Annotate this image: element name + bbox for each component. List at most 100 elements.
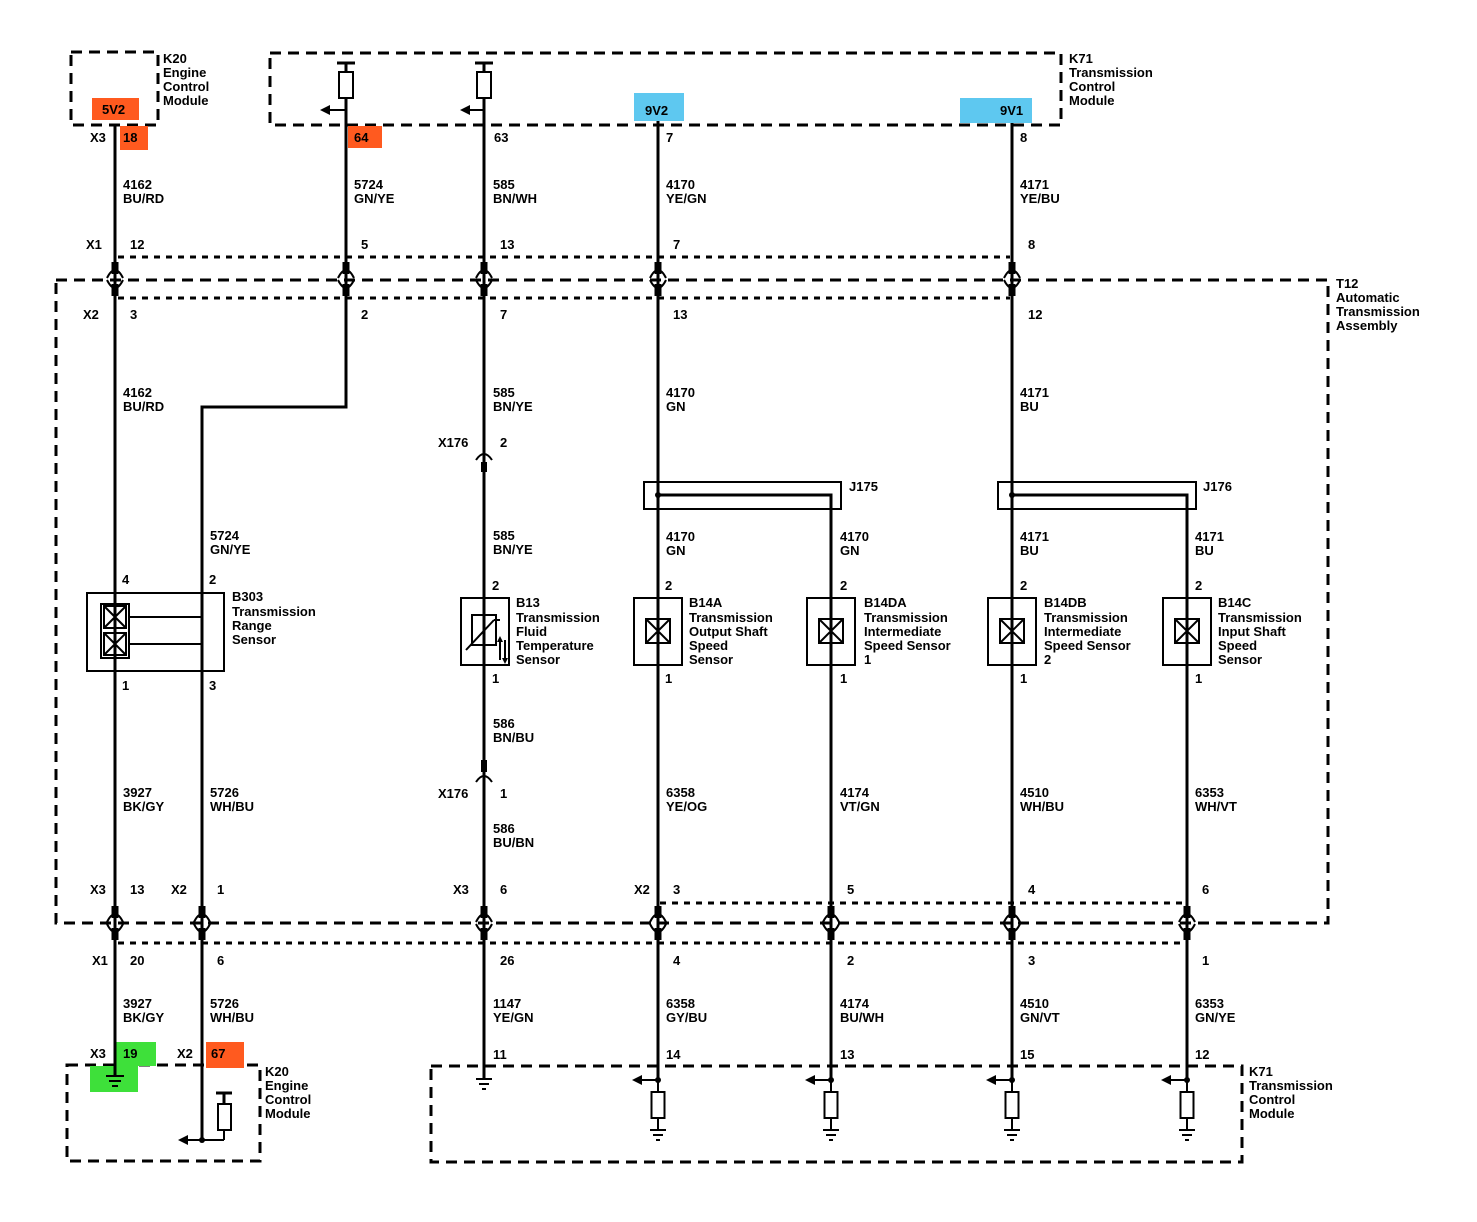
wire-top-2-num: 5724 — [354, 177, 384, 192]
k20-top-line2: Control — [163, 79, 209, 94]
flag-9v1-label: 9V1 — [1000, 103, 1023, 118]
x2-top-c4: 13 — [673, 307, 687, 322]
wire-top-1-num: 4162 — [123, 177, 152, 192]
x2-low-b-c5: 5 — [847, 882, 854, 897]
connector-x3-x1-low-5 — [822, 906, 840, 940]
b14c-pin-t: 2 — [1195, 578, 1202, 593]
b14c-line3: Speed — [1218, 638, 1257, 653]
wire-bot-5-num: 4174 — [840, 996, 870, 1011]
connector-x3-x1-low-6 — [1003, 906, 1021, 940]
k71-bot-line3: Module — [1249, 1106, 1295, 1121]
b14db-line2: Intermediate — [1044, 624, 1121, 639]
splice-j175-box — [643, 481, 842, 510]
b14c-line1: Transmission — [1218, 610, 1302, 625]
connector-x1-x2-top-3 — [475, 262, 493, 296]
x1-low-label: X1 — [92, 953, 108, 968]
k20-bottom-module-box — [65, 1063, 262, 1163]
b14da-pin-t: 2 — [840, 578, 847, 593]
k71-top-id: K71 — [1069, 51, 1093, 66]
b303-id: B303 — [232, 589, 263, 604]
b14a-line4: Sensor — [689, 652, 733, 667]
b14a-id: B14A — [689, 595, 723, 610]
k20-top-id: K20 — [163, 51, 187, 66]
b13-temperature-sensor — [460, 597, 510, 666]
connector-x3-x1-low-2 — [193, 906, 211, 940]
x2-low-b-label: X2 — [634, 882, 650, 897]
wire-bot-3-num: 1147 — [493, 996, 521, 1011]
k71-input-resistor-1 — [632, 1075, 666, 1141]
pin-8: 8 — [1020, 130, 1027, 145]
x1-low-c3: 26 — [500, 953, 514, 968]
j176-label: J176 — [1203, 479, 1232, 494]
wire-low-7-color: WH/VT — [1195, 799, 1237, 814]
b14db-pin-b: 1 — [1020, 671, 1027, 686]
pin-63: 63 — [494, 130, 508, 145]
x1-low-c7: 1 — [1202, 953, 1209, 968]
k71-top-resistor-64 — [320, 61, 355, 115]
x176-pin-a: 2 — [500, 435, 507, 450]
connector-x1-x2-top-1 — [106, 262, 124, 296]
b14a-line3: Speed — [689, 638, 728, 653]
wire-low-1-color: BK/GY — [123, 799, 165, 814]
b303-line1: Transmission — [232, 604, 316, 619]
wire-mid-4-color: GN — [666, 399, 686, 414]
x176-label-b: X176 — [438, 786, 468, 801]
wire-low-1-num: 3927 — [123, 785, 152, 800]
x176-pin-b: 1 — [500, 786, 507, 801]
k71-bottom-resistors — [632, 1075, 1195, 1141]
k20-top-connector: X3 — [90, 130, 106, 145]
b14a-pin-t: 2 — [665, 578, 672, 593]
b303-range-sensor — [86, 592, 225, 672]
x1-low-c2: 6 — [217, 953, 224, 968]
k71-input-resistor-3 — [986, 1075, 1020, 1141]
wire-mid-2-num: 5724 — [210, 528, 240, 543]
k20-bot-id: K20 — [265, 1064, 289, 1079]
wire-low-3b-num: 586 — [493, 821, 515, 836]
k71-top-line3: Module — [1069, 93, 1115, 108]
b14db-line3: Speed Sensor — [1044, 638, 1131, 653]
x1-top-c2: 5 — [361, 237, 368, 252]
k20-top-line1: Engine — [163, 65, 206, 80]
pin-11: 11 — [493, 1047, 507, 1062]
b13-line2: Fluid — [516, 624, 547, 639]
wire-low-3b-color: BU/BN — [493, 835, 534, 850]
flag-18 — [120, 126, 148, 150]
k20-bot-pin-b: 67 — [211, 1046, 225, 1061]
b14db-line4: 2 — [1044, 652, 1051, 667]
x1-low-c4: 4 — [673, 953, 681, 968]
b14da-line2: Intermediate — [864, 624, 941, 639]
b14da-line3: Speed Sensor — [864, 638, 951, 653]
x2-low-label: X2 — [171, 882, 187, 897]
b14da-line4: 1 — [864, 652, 871, 667]
x2-top-label: X2 — [83, 307, 99, 322]
x1-top-c1: 12 — [130, 237, 144, 252]
flag-5v2-label: 5V2 — [102, 102, 125, 117]
b13-id: B13 — [516, 595, 540, 610]
wire-bot-1-num: 3927 — [123, 996, 152, 1011]
k71-top-line2: Control — [1069, 79, 1115, 94]
wire-bot-1-color: BK/GY — [123, 1010, 165, 1025]
b13-line1: Transmission — [516, 610, 600, 625]
wire-mid-3b-num: 585 — [493, 528, 515, 543]
j176a-color: BU — [1020, 543, 1039, 558]
connector-x3-x1-low-1 — [106, 906, 124, 940]
k20-top-line3: Module — [163, 93, 209, 108]
b14db-line1: Transmission — [1044, 610, 1128, 625]
j175a-color: GN — [666, 543, 686, 558]
pin-7: 7 — [666, 130, 673, 145]
speed-sensor-4 — [1162, 597, 1212, 666]
wire-bot-4-num: 6358 — [666, 996, 695, 1011]
k20-bot-line3: Module — [265, 1106, 311, 1121]
x2-top-c2: 2 — [361, 307, 368, 322]
wire-top-5-num: 4171 — [1020, 177, 1049, 192]
t12-line3: Assembly — [1336, 318, 1398, 333]
speed-sensor-2 — [806, 597, 856, 666]
k20-bot-conn-b: X2 — [177, 1046, 193, 1061]
j176b-color: BU — [1195, 543, 1214, 558]
j175b-color: GN — [840, 543, 860, 558]
b13-pin-b: 1 — [492, 671, 499, 686]
x1-low-c1: 20 — [130, 953, 144, 968]
wire-top-4-color: YE/GN — [666, 191, 706, 206]
b14c-line2: Input Shaft — [1218, 624, 1287, 639]
x176-label-a: X176 — [438, 435, 468, 450]
